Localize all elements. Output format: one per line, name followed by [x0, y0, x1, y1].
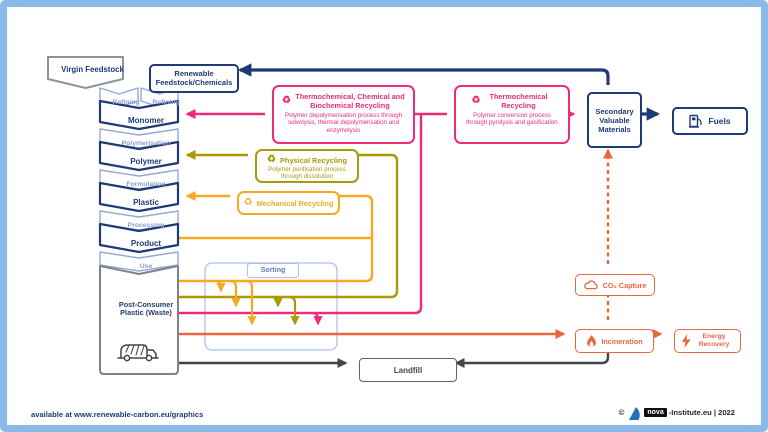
- sorting-label: Sorting: [247, 263, 299, 278]
- credit-line: © nova -Institute.eu | 2022: [618, 406, 735, 420]
- step-use: Use: [139, 263, 153, 270]
- stage-chevron-monomer: [98, 99, 180, 131]
- fuels-label: Fuels: [708, 116, 731, 126]
- co2-capture-box: CO₂ Capture: [575, 274, 655, 296]
- post-consumer-label: Post-Consumer Plastic (Waste): [118, 300, 174, 318]
- bolt-icon: [682, 334, 691, 348]
- pink-waste-feed: [178, 115, 423, 315]
- stage-chevron-polymer: [98, 140, 180, 172]
- renewable-feedstock-label: Renewable Feedstock/Chemicals: [155, 69, 233, 87]
- fuels-box: Fuels: [672, 107, 748, 135]
- tcb-recycling-box: ♻ Thermochemical, Chemical and Biochemic…: [272, 85, 415, 144]
- sort-hook: [271, 295, 283, 308]
- flame-icon: [587, 334, 597, 347]
- virgin-feedstock-shape: [47, 56, 124, 89]
- stage-plastic-label: Plastic: [133, 198, 159, 207]
- arrow-incineration-to-landfill: [454, 346, 610, 369]
- step-polymerisation: Polymerisation: [121, 140, 171, 147]
- recycle-icon: ♻: [471, 95, 481, 106]
- stage-polymer-label: Polymer: [130, 157, 162, 166]
- arrow-svm-to-renewable: [237, 63, 610, 85]
- energy-recovery-box: Energy Recovery: [674, 329, 741, 353]
- step-formulation: Formulation: [126, 181, 166, 188]
- energy-recovery-label: Energy Recovery: [698, 333, 730, 348]
- stage-chevron-plastic: [98, 181, 180, 213]
- landfill-box: Landfill: [359, 358, 457, 382]
- step-processing: Processing: [127, 222, 165, 229]
- sort-hook: [245, 279, 257, 326]
- incineration-box: Incineration: [575, 329, 654, 353]
- thermo-desc: Polymer conversion process through pyrol…: [466, 112, 558, 127]
- source-note: available at www.renewable-carbon.eu/gra…: [31, 410, 204, 419]
- stage-product-label: Product: [130, 239, 162, 248]
- step-refining-right: Refining: [152, 99, 180, 106]
- incineration-label: Incineration: [601, 336, 643, 346]
- svm-label: Secondary Valuable Materials: [595, 106, 634, 134]
- nova-logo: [629, 407, 641, 420]
- olive-waste-feed: [178, 153, 399, 299]
- renewable-feedstock-box: Renewable Feedstock/Chemicals: [149, 64, 239, 93]
- cloud-icon: [583, 280, 598, 290]
- mechanical-recycling-box: ♻ Mechanical Recycling: [237, 191, 340, 215]
- tcb-desc: Polymer depolymerisation process through…: [284, 112, 403, 134]
- credit-text: -Institute.eu | 2022: [668, 408, 735, 417]
- step-refining-left: Refining: [112, 99, 140, 106]
- recycle-icon: ♻: [243, 197, 253, 208]
- nova-logo-text: nova: [644, 408, 667, 417]
- landfill-label: Landfill: [393, 365, 423, 375]
- stage-chevron-product: [98, 222, 180, 254]
- truck-icon: [117, 344, 159, 362]
- sort-hook: [229, 279, 241, 308]
- mechanical-title: Mechanical Recycling: [256, 198, 334, 208]
- sort-hook: [288, 295, 300, 326]
- virgin-feedstock-label: Virgin Feedstock: [61, 65, 124, 74]
- recycle-icon: ♻: [282, 95, 291, 106]
- copyright-symbol: ©: [618, 408, 625, 417]
- stage-monomer-label: Monomer: [128, 116, 164, 125]
- tcb-title: Thermochemical, Chemical and Biochemical…: [295, 92, 405, 110]
- fuel-pump-icon: [689, 114, 702, 128]
- thermo-title: Thermochemical Recycling: [489, 92, 548, 110]
- physical-recycling-box: ♻ Physical Recycling Polymer purificatio…: [255, 149, 359, 183]
- physical-desc: Polymer purification process through dis…: [268, 166, 346, 181]
- recycle-icon: ♻: [267, 154, 276, 165]
- co2-capture-label: CO₂ Capture: [602, 280, 647, 290]
- post-consumer-shape: [99, 265, 179, 375]
- sort-hook: [214, 279, 226, 293]
- physical-title: Physical Recycling: [280, 155, 347, 165]
- thermo-recycling-box: ♻ Thermochemical Recycling Polymer conve…: [454, 85, 570, 144]
- sort-hook: [311, 311, 323, 326]
- svm-box: Secondary Valuable Materials: [587, 92, 642, 148]
